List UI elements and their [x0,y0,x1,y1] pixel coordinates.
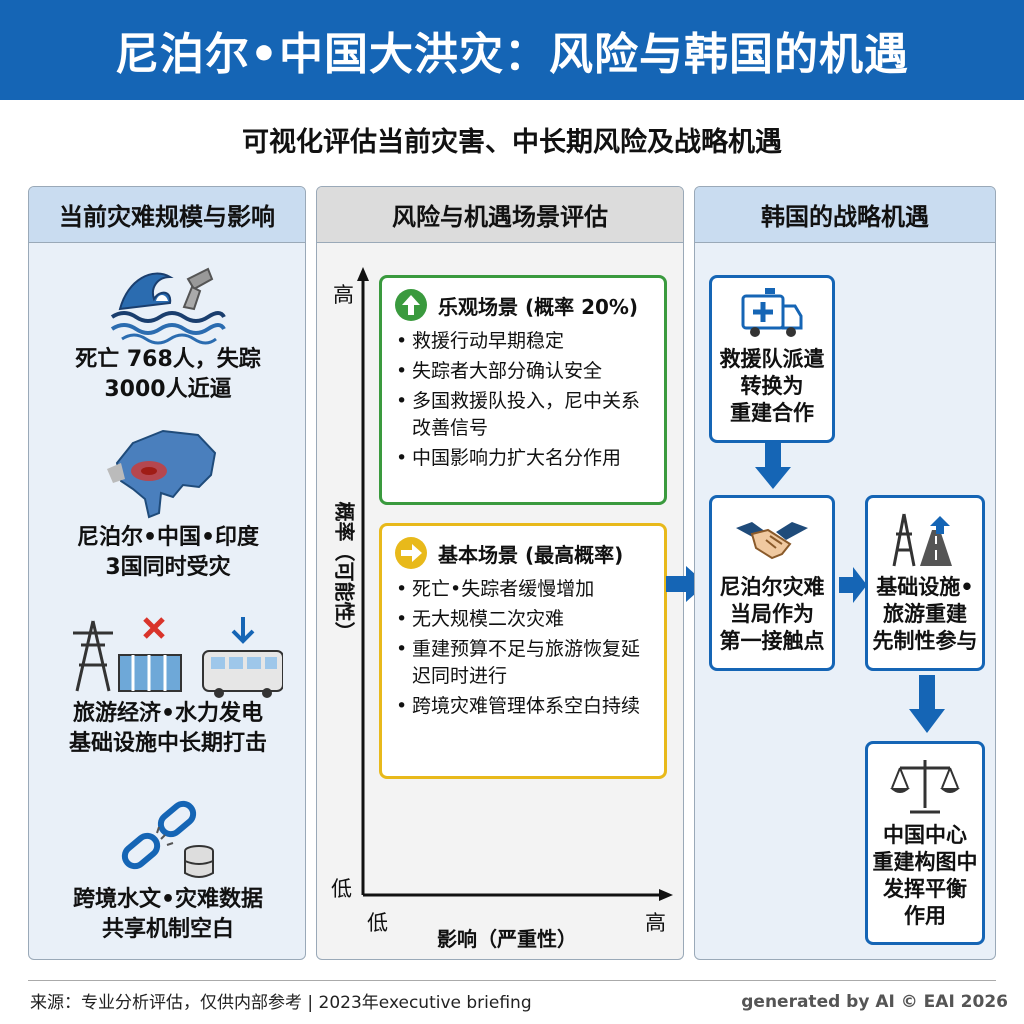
panel-scenarios: 风险与机遇场景评估 高 低 低 高 影响（严重性） 概率（可能性） 乐观场景 (… [316,186,684,960]
opportunity-first-contact: 尼泊尔灾难 当局作为 第一接触点 [709,495,835,671]
impact-text: 尼泊尔•中国•印度 3国同时受灾 [76,525,260,580]
panel-heading: 韩国的战略机遇 [695,187,995,243]
infrastructure-icon [73,617,283,698]
scenario-bullets: 死亡•失踪者缓慢增加 无大规模二次灾难 重建预算不足与旅游恢复延迟同时进行 跨境… [394,576,652,720]
list-item: 无大规模二次灾难 [394,606,652,633]
opportunity-text: 救援队派遣 转换为 重建合作 [719,347,825,425]
list-item: 死亡•失踪者缓慢增加 [394,576,652,603]
ambulance-icon [741,288,803,337]
footer-divider [28,980,996,981]
title-bar: 尼泊尔•中国大洪灾：风险与韩国的机遇 [0,0,1024,100]
panel-current-impact: 当前灾难规模与影响 死亡 768人，失踪 3000人近逼 尼泊尔•中国•印度 3… [28,186,306,960]
impact-item-economy: 旅游经济•水力发电 基础设施中长期打击 [29,611,305,759]
scales-icon [890,760,960,814]
list-item: 失踪者大部分确认安全 [394,358,652,385]
list-item: 重建预算不足与旅游恢复延迟同时进行 [394,636,652,690]
y-axis-label: 概率（可能性） [332,501,357,642]
arrow-right-icon [395,537,427,569]
cross-icon [143,617,165,639]
down-arrow-icon [755,443,791,489]
impact-item-casualties: 死亡 768人，失踪 3000人近逼 [29,259,305,405]
panel-korea-opportunity: 韩国的战略机遇 救援队派遣 转换为 重建合作 尼泊尔灾难 当局作为 第一接触点 [694,186,996,960]
scenario-base: 基本场景 (最高概率) 死亡•失踪者缓慢增加 无大规模二次灾难 重建预算不足与旅… [379,523,667,779]
scenario-bullets: 救援行动早期稳定 失踪者大部分确认安全 多国救援队投入，尼中关系改善信号 中国影… [394,328,652,472]
list-item: 跨境灾难管理体系空白持续 [394,693,652,720]
handshake-icon [736,522,808,560]
panel-heading: 当前灾难规模与影响 [29,187,305,243]
page-subtitle: 可视化评估当前灾害、中长期风险及战略机遇 [242,127,782,158]
flood-wave-icon [110,267,226,345]
y-axis-arrow [357,267,369,281]
x-axis-high: 高 [645,911,666,935]
panel-heading: 风险与机遇场景评估 [317,187,683,243]
impact-item-countries: 尼泊尔•中国•印度 3国同时受灾 [29,423,305,583]
y-axis-low: 低 [331,877,352,901]
database-icon [184,845,214,878]
y-axis-high: 高 [333,283,354,307]
scenario-optimistic: 乐观场景 (概率 20%) 救援行动早期稳定 失踪者大部分确认安全 多国救援队投… [379,275,667,505]
axes [357,267,673,901]
x-axis-low: 低 [367,911,388,935]
power-tower-icon [73,620,113,692]
scenario-title: 基本场景 (最高概率) [438,542,624,567]
dam-icon [118,654,182,692]
impact-text: 跨境水文•灾难数据 共享机制空白 [72,887,264,942]
road-tower-icon [892,513,952,567]
impact-text: 死亡 768人，失踪 3000人近逼 [75,347,261,402]
list-item: 救援行动早期稳定 [394,328,652,355]
impact-item-data-gap: 跨境水文•灾难数据 共享机制空白 [29,795,305,945]
down-arrow-icon [231,617,255,644]
opportunity-rescue-team: 救援队派遣 转换为 重建合作 [709,275,835,443]
opportunity-infrastructure: 基础设施• 旅游重建 先制性参与 [865,495,985,671]
opportunity-text: 基础设施• 旅游重建 先制性参与 [872,575,978,653]
map-icon [107,429,217,519]
opportunity-text: 尼泊尔灾难 当局作为 第一接触点 [719,575,825,653]
opportunity-balance: 中国中心 重建构图中 发挥平衡 作用 [865,741,985,945]
credit-note: generated by AI © EAI 2026 [741,992,1008,1012]
arrow-up-icon [395,289,427,321]
x-axis-arrow [659,889,673,901]
down-arrow-icon [909,675,945,733]
broken-chain-icon [121,800,214,878]
scenario-title: 乐观场景 (概率 20%) [438,294,639,319]
x-axis-label: 影响（严重性） [437,927,577,951]
bus-icon [202,650,283,698]
opportunity-text: 中国中心 重建构图中 发挥平衡 作用 [872,823,978,928]
list-item: 中国影响力扩大名分作用 [394,445,652,472]
source-note: 来源：专业分析评估，仅供内部参考 | 2023年executive briefi… [30,993,532,1013]
page-title: 尼泊尔•中国大洪灾：风险与韩国的机遇 [114,29,910,80]
list-item: 多国救援队投入，尼中关系改善信号 [394,388,652,442]
right-arrow-icon [839,567,867,603]
impact-text: 旅游经济•水力发电 基础设施中长期打击 [68,701,267,756]
